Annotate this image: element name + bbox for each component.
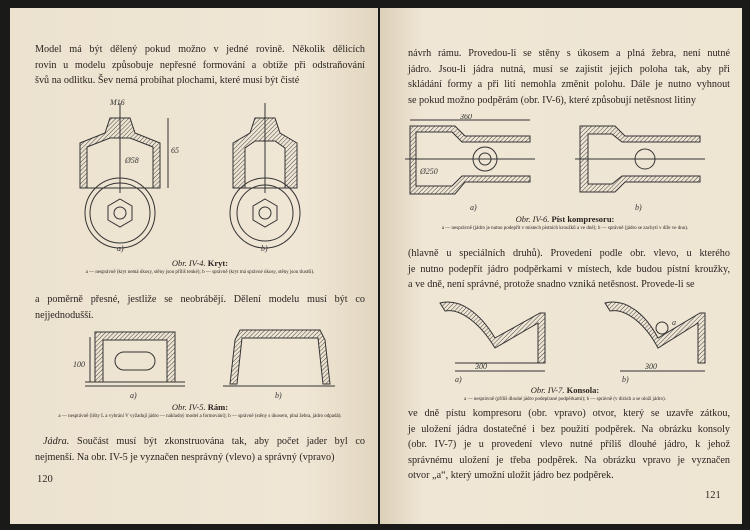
figure-label-b: b) — [275, 391, 282, 400]
figure-iv-7-drawing: 300 300 a a) b) — [439, 301, 706, 384]
paragraph-3: Jádra. Součást musí být zkonstruována ta… — [35, 436, 365, 463]
left-page: Model má být dělený pokud možno v jedné … — [10, 8, 378, 524]
page-number: 121 — [705, 490, 721, 501]
right-page: návrh rámu. Provedou-li se stěny s úkose… — [380, 8, 742, 524]
dim-label: 360 — [459, 114, 472, 121]
dim-label: 300 — [644, 362, 657, 371]
figure-label-a: a) — [117, 244, 124, 253]
dim-label: 65 — [171, 146, 179, 155]
figure-iv-4-caption: Obr. IV-4. Kryt: a — nesprávně (kryt nem… — [85, 258, 315, 275]
figure-iv-6-caption: Obr. IV-6. Píst kompresoru: a — nesprávn… — [441, 214, 689, 231]
dim-label: M16 — [109, 98, 125, 107]
paragraph-2: (hlavně u speciálních druhů). Provedení … — [408, 248, 730, 290]
figure-label-b: b) — [635, 203, 642, 212]
dim-label: 100 — [73, 360, 85, 369]
page-number: 120 — [37, 474, 53, 485]
figure-iv-5-drawing: 100 a) b) — [73, 329, 335, 400]
dim-label: Ø250 — [419, 167, 438, 176]
figure-iv-5-caption: Obr. IV-5. Rám: a — nesprávně (lišty L a… — [58, 402, 342, 419]
dim-label: a — [672, 318, 676, 327]
figure-label-a: a) — [455, 375, 462, 384]
figure-label-a: a) — [130, 391, 137, 400]
paragraph-1: návrh rámu. Provedou-li se stěny s úkose… — [408, 48, 730, 106]
figure-label-b: b) — [622, 375, 629, 384]
figure-label-b: b) — [261, 244, 268, 253]
figure-iv-4-drawing: M16 Ø58 65 a) b) — [79, 98, 301, 253]
figure-iv-7-caption: Obr. IV-7. Konsola: a — nesprávně (příli… — [464, 385, 666, 402]
paragraph-1: Model má být dělený pokud možno v jedné … — [35, 44, 365, 86]
figure-iv-6-drawing: 360 Ø250 a) b) — [405, 114, 705, 212]
paragraph-2: a poměrně přesné, jestliže se neobrábějí… — [35, 294, 365, 321]
dim-label: Ø58 — [124, 156, 139, 165]
figure-label-a: a) — [470, 203, 477, 212]
paragraph-3: ve dně pístu kompresoru (obr. vpravo) ot… — [408, 408, 730, 481]
dim-label: 300 — [474, 362, 487, 371]
